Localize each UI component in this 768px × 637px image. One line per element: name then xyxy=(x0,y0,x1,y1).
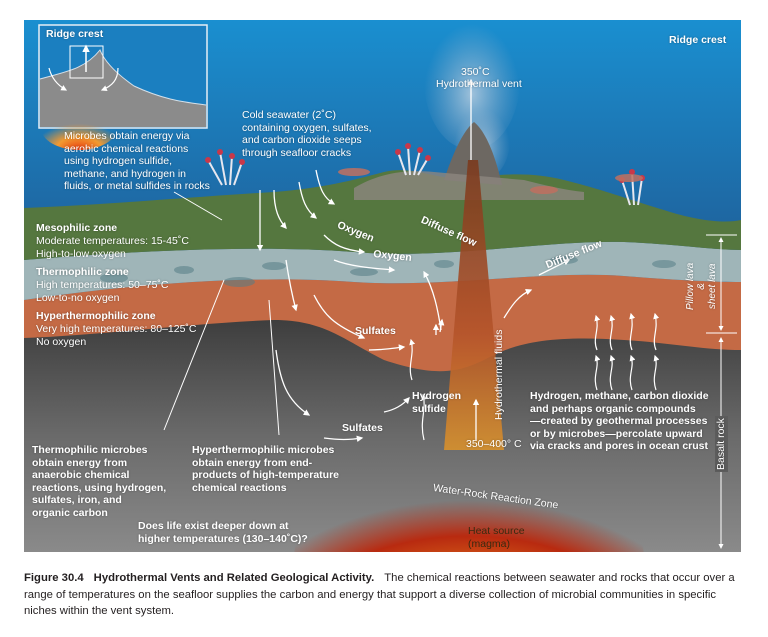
hyperthermophilic-zone-layer xyxy=(24,274,741,372)
thermophilic-zone-name: Thermophilic zone xyxy=(36,266,129,278)
sulfates-label-1: Sulfates xyxy=(355,325,396,337)
caption-figure-number: Figure 30.4 xyxy=(24,572,84,584)
deeper-life-question: Does life exist deeper down at higher te… xyxy=(138,520,308,545)
pillow-lava-label: Pillow lava & sheet lava xyxy=(685,262,718,310)
hydrothermal-fluid-channel xyxy=(444,160,504,450)
hydrothermal-fluids-label: Hydrothermal fluids xyxy=(493,329,505,420)
caption-title: Hydrothermal Vents and Related Geologica… xyxy=(93,572,375,584)
inset-note: Microbes obtain energy via aerobic chemi… xyxy=(64,130,210,193)
percolate-note: Hydrogen, methane, carbon dioxide and pe… xyxy=(530,390,709,453)
caption-text: The chemical reactions between seawater … xyxy=(24,572,735,617)
thermophilic-microbes-note: Thermophilic microbes obtain energy from… xyxy=(32,444,167,519)
flow-arrows xyxy=(256,78,571,443)
hydrothermal-vent-illustration: Ridge crest Microbes obtain energy via a… xyxy=(24,20,741,552)
percolate-arrows xyxy=(409,312,660,441)
magma-heat-source xyxy=(294,440,644,552)
vent-chimney xyxy=(444,122,502,185)
vent-temperature: 350˚C xyxy=(461,66,490,78)
mesophilic-zone-oxygen: High-to-low oxygen xyxy=(36,248,126,260)
vent-label: Hydrothermal vent xyxy=(436,78,522,90)
seawater-note: Cold seawater (2˚C) containing oxygen, s… xyxy=(242,109,372,159)
mesophilic-zone-name: Mesophilic zone xyxy=(36,222,118,234)
hyperthermophilic-microbes-note: Hyperthermophilic microbes obtain energy… xyxy=(192,444,340,494)
thermophilic-zone-oxygen: Low-to-no oxygen xyxy=(36,292,120,304)
hyperthermophilic-zone-temp: Very high temperatures: 80–125˚C xyxy=(36,323,197,335)
hyperthermophilic-zone-name: Hyperthermophilic zone xyxy=(36,310,156,322)
basalt-rock-label: Basalt rock xyxy=(715,416,728,472)
ridge-crest-inset xyxy=(38,24,208,150)
sulfates-label-2: Sulfates xyxy=(342,422,383,434)
inset-title: Ridge crest xyxy=(46,28,104,40)
hydrogen-sulfide-label: Hydrogen sulfide xyxy=(412,390,462,415)
figure-caption: Figure 30.4 Hydrothermal Vents and Relate… xyxy=(24,570,744,620)
thermophilic-zone-temp: High temperatures: 50–75˚C xyxy=(36,279,169,291)
ridge-crest-label: Ridge crest xyxy=(669,34,727,46)
hyperthermophilic-zone-oxygen: No oxygen xyxy=(36,336,87,348)
fish xyxy=(338,168,643,194)
illustration-artwork xyxy=(24,20,741,552)
fluid-temperature-label: 350–400° C xyxy=(466,438,522,450)
heat-source-label: Heat source (magma) xyxy=(468,525,525,550)
mesophilic-zone-temp: Moderate temperatures: 15-45˚C xyxy=(36,235,189,247)
